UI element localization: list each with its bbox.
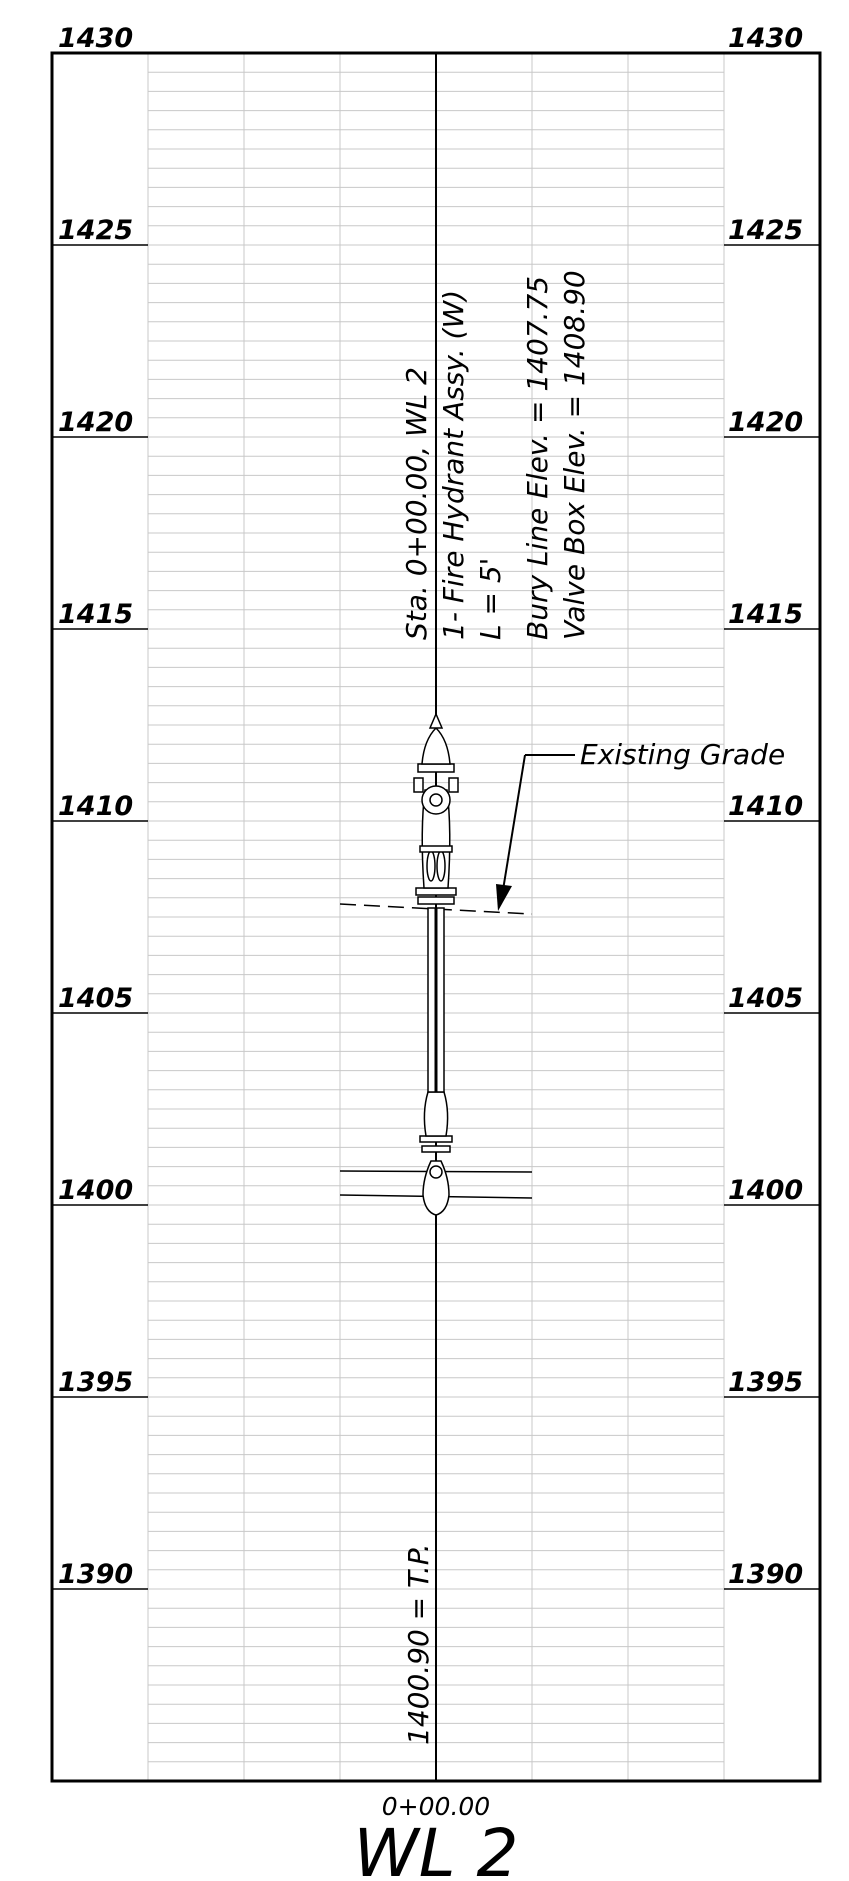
elevation-label-left: 1430 <box>58 23 133 54</box>
elevation-label-right: 1405 <box>728 983 803 1014</box>
elevation-label-left: 1400 <box>58 1175 133 1206</box>
elevation-label-right: 1420 <box>728 407 803 438</box>
arrow-icon <box>496 754 575 911</box>
elevation-label-right: 1410 <box>728 791 803 822</box>
callout-line: 1- Fire Hydrant Assy. (W) <box>437 290 470 640</box>
callout-notes: Sta. 0+00.00, WL 2 1- Fire Hydrant Assy.… <box>400 270 591 640</box>
elevation-label-right: 1425 <box>728 215 803 246</box>
elevation-label-left: 1425 <box>58 215 133 246</box>
callout-line: Sta. 0+00.00, WL 2 <box>400 367 433 640</box>
elevation-label-left: 1395 <box>58 1367 133 1398</box>
elevation-label-left: 1390 <box>58 1559 133 1590</box>
elevation-label-right: 1390 <box>728 1559 803 1590</box>
elevation-scale: 1430 1430 1425 1425 1420 1420 1415 1415 1410 1410… <box>52 23 820 1590</box>
profile-title: WL 2 <box>354 1815 519 1881</box>
fire-hydrant-icon <box>413 700 459 1216</box>
elevation-label-left: 1415 <box>58 599 133 630</box>
elevation-label-right: 1395 <box>728 1367 803 1398</box>
elevation-label-left: 1405 <box>58 983 133 1014</box>
existing-grade-label: Existing Grade <box>580 738 785 771</box>
elevation-label-right: 1400 <box>728 1175 803 1206</box>
elevation-label-left: 1420 <box>58 407 133 438</box>
callout-line: Valve Box Elev. = 1408.90 <box>558 270 591 640</box>
elevation-label-left: 1410 <box>58 791 133 822</box>
top-of-pipe-label: 1400.90 = T.P. <box>402 1543 435 1745</box>
callout-line: Bury Line Elev. = 1407.75 <box>521 276 554 640</box>
callout-line: L = 5' <box>474 558 507 640</box>
elevation-label-right: 1415 <box>728 599 803 630</box>
station-label: 0+00.00 <box>382 1792 490 1821</box>
elevation-label-right: 1430 <box>728 23 803 54</box>
